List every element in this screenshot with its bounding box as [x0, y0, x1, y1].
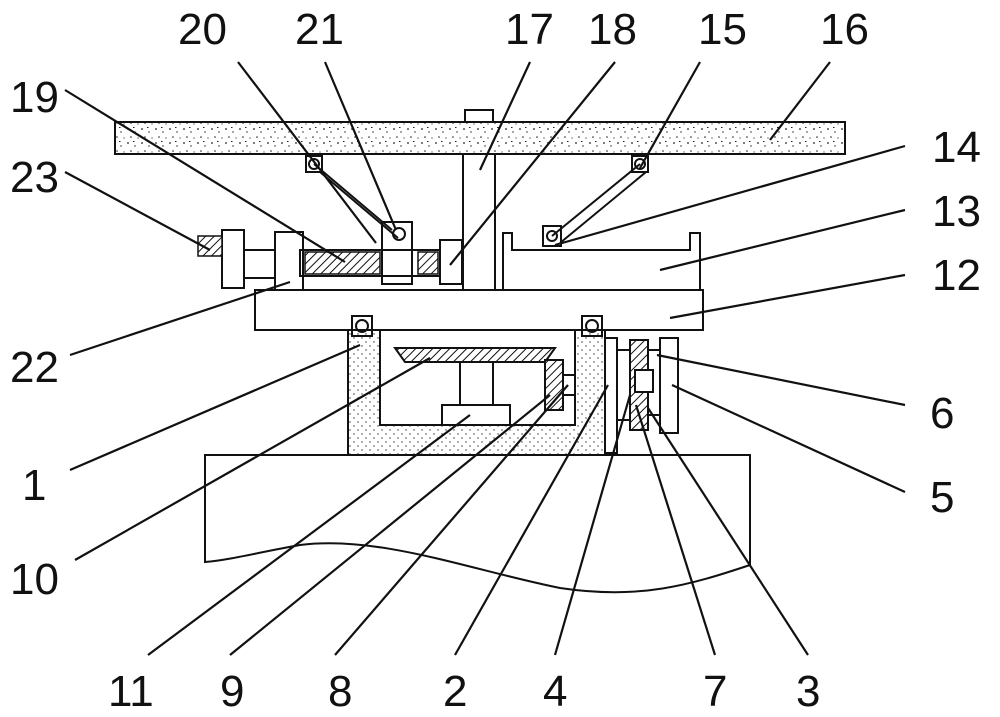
callout-7: 7: [703, 667, 727, 716]
post-bearing: [439, 239, 463, 285]
leader-9: [229, 394, 551, 656]
slider-block: [381, 221, 413, 285]
leader-23: [64, 171, 211, 251]
bevel-gear: [393, 347, 557, 363]
callout-15: 15: [698, 5, 747, 54]
roller-left-core: [355, 319, 369, 333]
upper-box: [502, 232, 701, 290]
callout-9: 9: [220, 667, 244, 716]
link-top-left-pivot: [308, 158, 320, 170]
leader-3: [647, 407, 809, 656]
leader-2: [454, 384, 609, 656]
screw-thread: [304, 251, 381, 275]
leader-17: [479, 61, 531, 171]
callout-21: 21: [295, 5, 344, 54]
side-plate: [604, 337, 618, 454]
roller-right: [581, 315, 603, 337]
side-bolt: [634, 369, 654, 393]
leader-20: [237, 61, 377, 244]
callout-13: 13: [932, 187, 981, 236]
callout-11: 11: [108, 667, 154, 716]
leader-6: [656, 353, 906, 407]
leader-5: [671, 384, 906, 493]
callout-22: 22: [10, 343, 59, 392]
callout-2: 2: [443, 667, 467, 716]
leader-1: [69, 343, 361, 472]
link-top-right-pivot: [634, 158, 646, 170]
leader-15: [639, 61, 701, 169]
callout-23: 23: [10, 153, 59, 202]
callout-4: 4: [543, 667, 567, 716]
callout-20: 20: [178, 5, 227, 54]
base-block: [204, 454, 751, 594]
motor-block: [441, 404, 511, 426]
leader-21: [323, 61, 398, 231]
link-top-right-pin: [631, 155, 649, 173]
link-left-b: [319, 171, 399, 239]
roller-left: [351, 315, 373, 337]
link-right-b: [559, 171, 647, 244]
top-panel: [114, 121, 846, 155]
callout-5: 5: [930, 473, 954, 522]
lower-platform: [254, 289, 704, 331]
leader-12: [669, 273, 906, 320]
left-mount: [243, 249, 276, 279]
link-bottom-right-pin: [542, 225, 562, 247]
callout-19: 19: [10, 73, 59, 122]
callout-6: 6: [930, 389, 954, 438]
callout-1: 1: [22, 461, 46, 510]
link-right-a: [551, 163, 641, 237]
callout-14: 14: [932, 123, 981, 172]
leader-16: [769, 61, 831, 141]
leader-18: [449, 61, 616, 266]
link-left-a: [313, 163, 393, 231]
callout-17: 17: [505, 5, 554, 54]
leader-4: [553, 394, 632, 656]
gear-shaft: [562, 374, 576, 396]
motor-left: [221, 229, 245, 289]
leader-8: [334, 384, 569, 656]
central-post: [462, 149, 496, 291]
link-top-left-pin: [305, 155, 323, 173]
screw-thread-right: [417, 251, 439, 275]
callout-16: 16: [820, 5, 869, 54]
callout-8: 8: [328, 667, 352, 716]
leader-14: [554, 144, 906, 247]
callout-18: 18: [588, 5, 637, 54]
leader-7: [634, 404, 717, 656]
leader-10: [74, 357, 431, 561]
callout-12: 12: [932, 251, 981, 300]
callout-3: 3: [796, 667, 820, 716]
roller-right-core: [585, 319, 599, 333]
leader-22: [69, 280, 291, 357]
callout-10: 10: [10, 555, 59, 604]
leader-13: [659, 208, 906, 272]
leader-19: [64, 89, 346, 263]
link-bottom-right-pivot: [546, 230, 558, 242]
motor-shaft: [197, 235, 223, 257]
leader-11: [147, 414, 471, 656]
